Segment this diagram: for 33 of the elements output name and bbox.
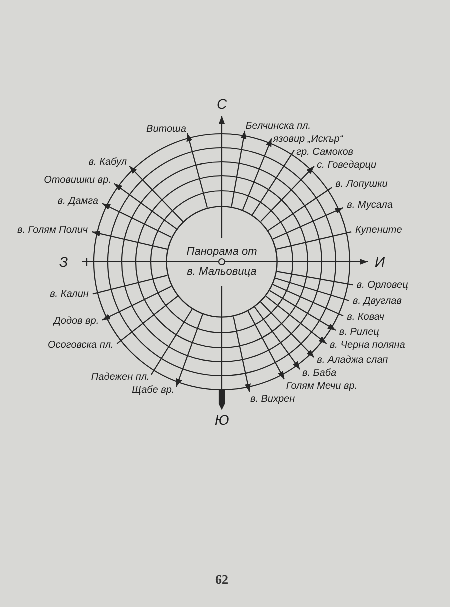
place-label: Витоша (146, 124, 186, 136)
place-label: в. Вихрен (250, 394, 296, 406)
compass-letter: С (217, 96, 228, 112)
place-label: в. Двуглав (353, 296, 402, 308)
place-label: в. Аладжа слап (317, 354, 388, 367)
place-label: в. Мусала (347, 200, 394, 212)
center-circle (166, 206, 278, 318)
compass-letter: Ю (215, 412, 230, 428)
place-label: Белчинска пл. (246, 121, 312, 134)
place-label: Падежен пл. (91, 372, 150, 384)
compass-letter: З (60, 254, 68, 270)
place-label: в. Баба (302, 368, 337, 380)
page-number: 62 (216, 573, 228, 587)
place-label: в. Калин (50, 289, 89, 302)
place-label: язовир „Искър“ (273, 134, 344, 146)
place-label: в. Рилец (339, 326, 380, 339)
place-label: гр. Самоков (296, 147, 354, 160)
compass-letter: И (375, 254, 386, 270)
place-label: в. Кабул (88, 157, 127, 170)
place-label: с. Говедарци (317, 160, 377, 172)
place-label: в. Лопушки (336, 179, 388, 192)
place-label: в. Черна поляна (330, 340, 406, 352)
place-label: Щабе вр. (132, 385, 175, 398)
place-label: Голям Мечи вр. (286, 380, 358, 393)
place-label: Отовишки вр. (44, 175, 112, 188)
place-label: в. Дамга (58, 196, 98, 208)
place-label: Додов вр. (54, 316, 100, 328)
center-title: Панорама от в. Мальовица (186, 245, 258, 280)
place-label: Купените (355, 225, 402, 238)
place-label: в. Ковач (347, 312, 384, 324)
place-label: Осоговска пл. (48, 340, 114, 352)
place-label: в. Голям Полич (18, 225, 88, 238)
place-label: в. Орловец (356, 280, 408, 292)
